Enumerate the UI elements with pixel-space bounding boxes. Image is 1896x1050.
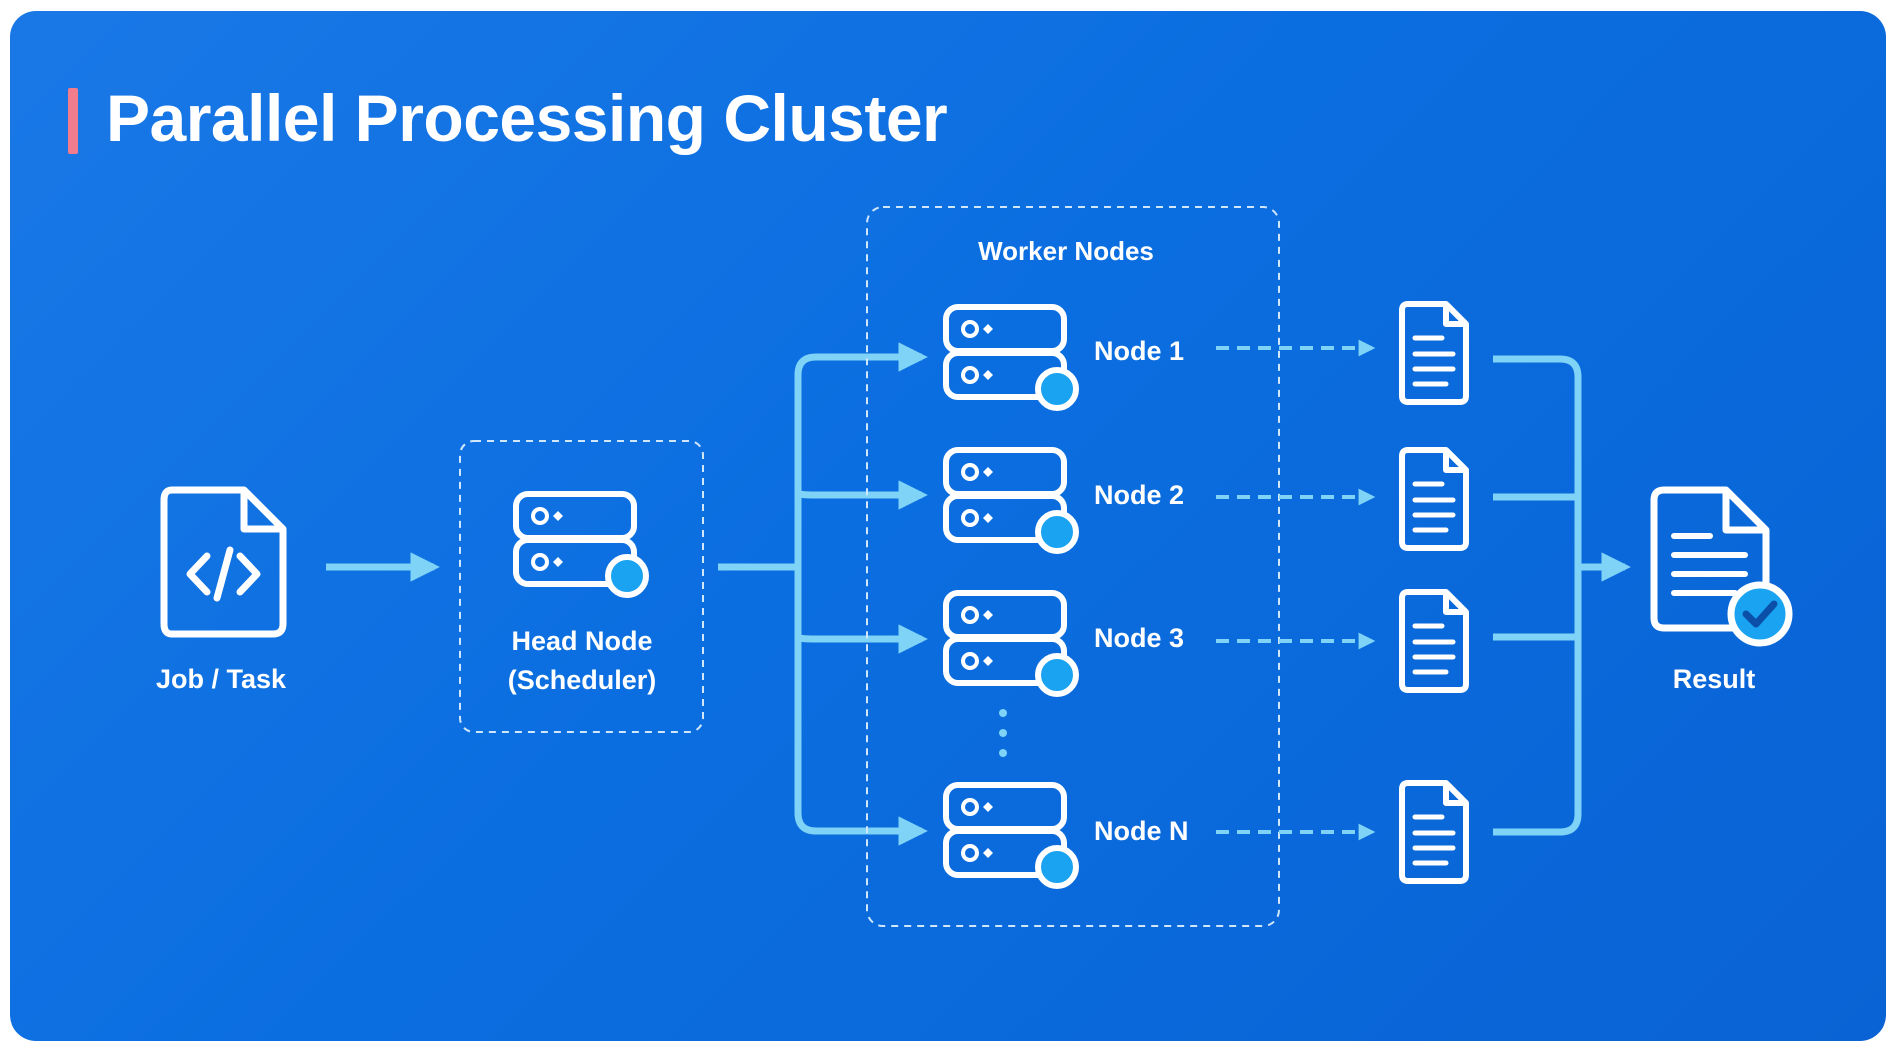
document-check-icon bbox=[1650, 486, 1793, 647]
ellipsis-dots bbox=[999, 709, 1007, 757]
partial-result-2-document-icon bbox=[1402, 450, 1466, 548]
result-label: Result bbox=[1673, 664, 1756, 694]
node-3-server-icon bbox=[946, 593, 1076, 694]
worker-nodes-box bbox=[866, 206, 1280, 927]
partial-result-1-document-icon bbox=[1402, 304, 1466, 402]
node-n-server-icon bbox=[946, 785, 1076, 886]
node-1-label: Node 1 bbox=[1094, 336, 1184, 366]
head-node-box bbox=[459, 440, 704, 733]
node-n-label: Node N bbox=[1094, 816, 1189, 846]
title-accent-bar bbox=[68, 88, 78, 154]
job-task-label: Job / Task bbox=[156, 664, 287, 694]
head-node-sublabel: (Scheduler) bbox=[508, 665, 657, 695]
partial-result-3-document-icon bbox=[1402, 592, 1466, 690]
head-node-server-icon bbox=[516, 494, 646, 595]
node-2-label: Node 2 bbox=[1094, 480, 1184, 510]
output-arrows bbox=[1216, 339, 1376, 841]
merge-connectors bbox=[1493, 355, 1631, 836]
node-2-server-icon bbox=[946, 450, 1076, 551]
partial-result-n-document-icon bbox=[1402, 783, 1466, 881]
node-3-label: Node 3 bbox=[1094, 623, 1184, 653]
head-node-label: Head Node bbox=[511, 626, 652, 656]
page-title: Parallel Processing Cluster bbox=[106, 81, 948, 155]
worker-nodes-label: Worker Nodes bbox=[978, 236, 1154, 266]
distribution-connectors bbox=[718, 342, 928, 846]
code-file-icon bbox=[160, 486, 287, 638]
node-1-server-icon bbox=[946, 307, 1076, 408]
